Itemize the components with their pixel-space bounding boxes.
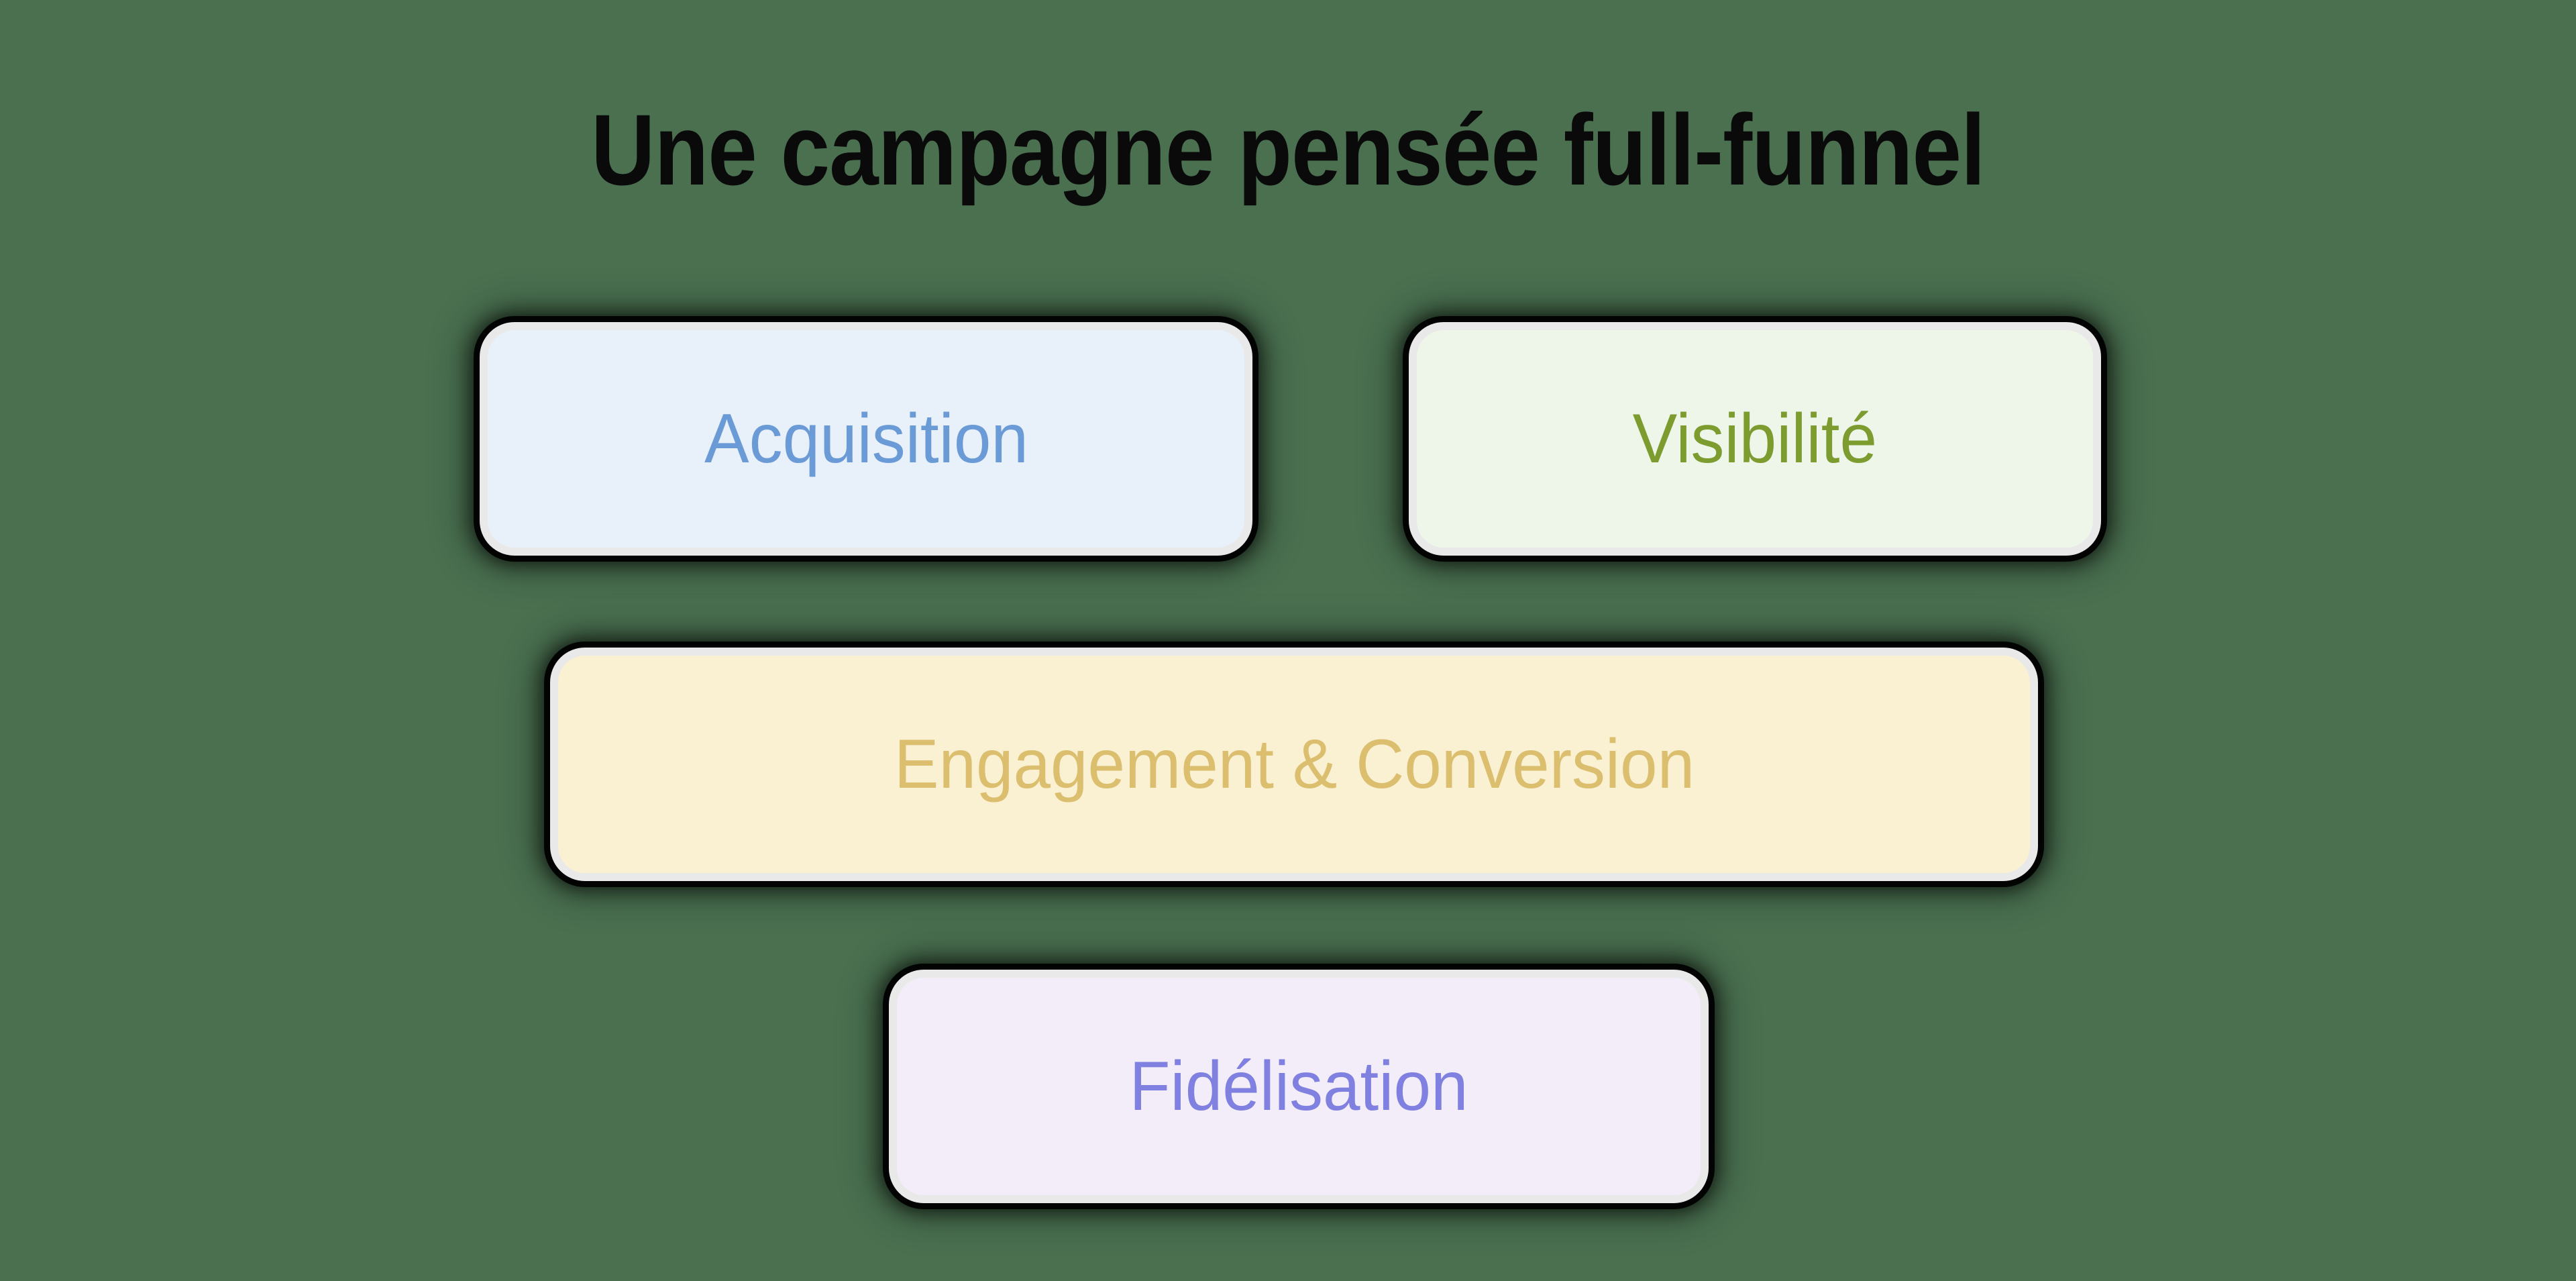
funnel-stage-visibilite-label: Visibilité bbox=[1632, 400, 1878, 478]
funnel-stage-engagement-label: Engagement & Conversion bbox=[894, 725, 1695, 803]
funnel-stage-acquisition-label: Acquisition bbox=[704, 400, 1028, 478]
funnel-stage-acquisition[interactable]: Acquisition bbox=[480, 322, 1252, 556]
funnel-stage-visibilite[interactable]: Visibilité bbox=[1409, 322, 2101, 556]
page-title: Une campagne pensée full-funnel bbox=[591, 93, 1986, 206]
funnel-stage-fidelisation[interactable]: Fidélisation bbox=[889, 970, 1709, 1203]
funnel-stage-engagement[interactable]: Engagement & Conversion bbox=[550, 648, 2038, 881]
funnel-stage-fidelisation-label: Fidélisation bbox=[1129, 1047, 1468, 1125]
